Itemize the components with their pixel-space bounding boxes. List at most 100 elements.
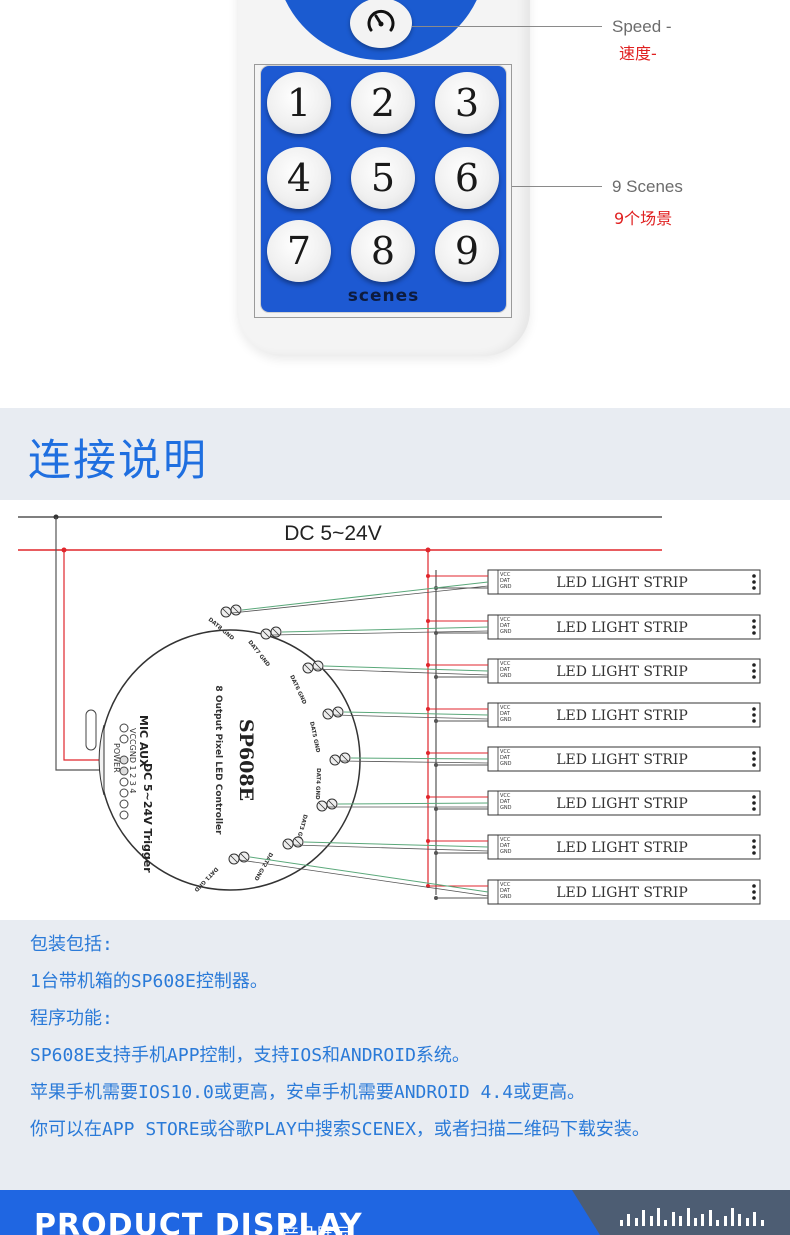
led-strip-body xyxy=(487,879,761,905)
soundwave-bar xyxy=(627,1214,631,1226)
scene-key-8: 8 xyxy=(351,220,415,282)
strip-data-wire xyxy=(249,856,489,893)
speed-callout-line xyxy=(412,26,602,27)
strip-pin-label: GND xyxy=(500,673,512,679)
strip-end-dot xyxy=(752,713,756,717)
soundwave-bar xyxy=(679,1216,683,1226)
led-strip-label: LED LIGHT STRIP xyxy=(556,752,688,768)
scene-key-7: 7 xyxy=(267,220,331,282)
strip-data-wire xyxy=(350,757,489,760)
strip-pin-label: VCC xyxy=(500,661,511,667)
remote-image: 1 2 3 4 5 6 7 8 9 scenes Speed - 速度- 9 S… xyxy=(0,0,790,408)
strip-vcc-node xyxy=(426,707,430,711)
terminal-slot xyxy=(318,802,326,810)
strip-end-dot xyxy=(752,801,756,805)
banner-title-en: PRODUCT DISPLAY xyxy=(34,1208,363,1235)
speed-label-cn: 速度- xyxy=(619,44,657,63)
controller-subtitle: 8 Output Pixel LED Controller xyxy=(213,685,223,835)
controller-mount xyxy=(98,724,105,796)
strip-return-wire xyxy=(231,585,489,614)
strip-end-dot xyxy=(752,851,756,855)
soundwave-bar xyxy=(723,1216,727,1226)
soundwave-bar xyxy=(753,1212,757,1226)
soundwave-bar xyxy=(634,1218,638,1226)
scene-key-5: 5 xyxy=(351,147,415,209)
strip-end-dot xyxy=(752,896,756,900)
led-strip-body xyxy=(487,702,761,728)
section-title: 连接说明 xyxy=(28,436,208,486)
scene-key-9: 9 xyxy=(435,220,499,282)
scene-key-6: 6 xyxy=(435,147,499,209)
strip-pin-label: DAT xyxy=(500,799,511,805)
speed-label-en: Speed - xyxy=(612,17,672,36)
strip-vcc-node xyxy=(426,574,430,578)
strip-vcc-node xyxy=(426,795,430,799)
soundwave-bar xyxy=(620,1220,623,1226)
function-app: SP608E支持手机APP控制，支持IOS和ANDROID系统。 xyxy=(30,1045,470,1066)
soundwave-bar xyxy=(671,1212,675,1226)
soundwave-bar xyxy=(686,1208,690,1226)
function-heading: 程序功能: xyxy=(30,1008,113,1029)
strip-data-wire xyxy=(281,626,489,633)
wiring-diagram: DC 5~24V SP608E 8 Output Pixel LED Contr… xyxy=(0,500,790,920)
scene-key-2: 2 xyxy=(351,72,415,134)
power-label: DC 5~24V xyxy=(284,522,381,545)
led-strip-label: LED LIGHT STRIP xyxy=(556,708,688,724)
strip-gnd-node xyxy=(434,675,438,679)
strip-gnd-node xyxy=(434,896,438,900)
strip-data-wire xyxy=(323,665,489,672)
strip-return-wire xyxy=(293,844,489,852)
scenes-label: scenes xyxy=(347,286,420,306)
led-strip-label: LED LIGHT STRIP xyxy=(556,840,688,856)
soundwave-bar xyxy=(649,1216,653,1226)
strip-end-dot xyxy=(752,707,756,711)
keypad-outline xyxy=(254,64,512,318)
soundwave-bar xyxy=(701,1214,705,1226)
led-strip-body xyxy=(487,614,761,640)
strip-end-dot xyxy=(752,580,756,584)
scene-key-3: 3 xyxy=(435,72,499,134)
scenes-label-cn: 9个场景 xyxy=(614,209,673,228)
trigger-terminals xyxy=(119,723,129,820)
scene-key-4: 4 xyxy=(267,147,331,209)
mic-aux-label: MIC AUX xyxy=(137,715,150,768)
soundwave-bar xyxy=(657,1208,660,1226)
power-text: POWER xyxy=(112,743,121,773)
banner-blue-panel xyxy=(0,1190,600,1235)
strip-pin-label: VCC xyxy=(500,705,511,711)
strip-return-wire xyxy=(271,630,489,636)
function-requirements: 苹果手机需要IOS10.0或更高，安卓手机需要ANDROID 4.4或更高。 xyxy=(30,1082,586,1103)
controller-model: SP608E xyxy=(235,719,257,801)
terminal-slot xyxy=(314,662,322,670)
speedometer-icon xyxy=(367,9,395,32)
strip-end-dot xyxy=(752,675,756,679)
strip-gnd-node xyxy=(434,719,438,723)
soundwave-bar xyxy=(760,1220,764,1226)
package-content: 1台带机箱的SP608E控制器。 xyxy=(30,971,268,992)
strip-end-dot xyxy=(752,719,756,723)
strip-pin-label: VCC xyxy=(500,749,511,755)
terminal-slot xyxy=(304,664,312,672)
strip-pin-label: DAT xyxy=(500,843,511,849)
strip-end-dot xyxy=(752,884,756,888)
strip-end-dot xyxy=(752,795,756,799)
strip-end-dot xyxy=(752,619,756,623)
strip-end-dot xyxy=(752,757,756,761)
strip-return-wire xyxy=(333,714,489,720)
strip-return-wire xyxy=(313,668,489,676)
terminal-slot xyxy=(334,708,342,716)
strip-end-dot xyxy=(752,625,756,629)
strip-pin-label: GND xyxy=(500,717,512,723)
scenes-label-en: 9 Scenes xyxy=(612,177,683,196)
strip-pin-label: DAT xyxy=(500,667,511,673)
strip-pin-label: GND xyxy=(500,805,512,811)
led-strip-body xyxy=(487,834,761,860)
soundwave-bar xyxy=(738,1214,742,1226)
terminal-slot xyxy=(284,840,292,848)
soundwave-bar xyxy=(731,1208,734,1226)
